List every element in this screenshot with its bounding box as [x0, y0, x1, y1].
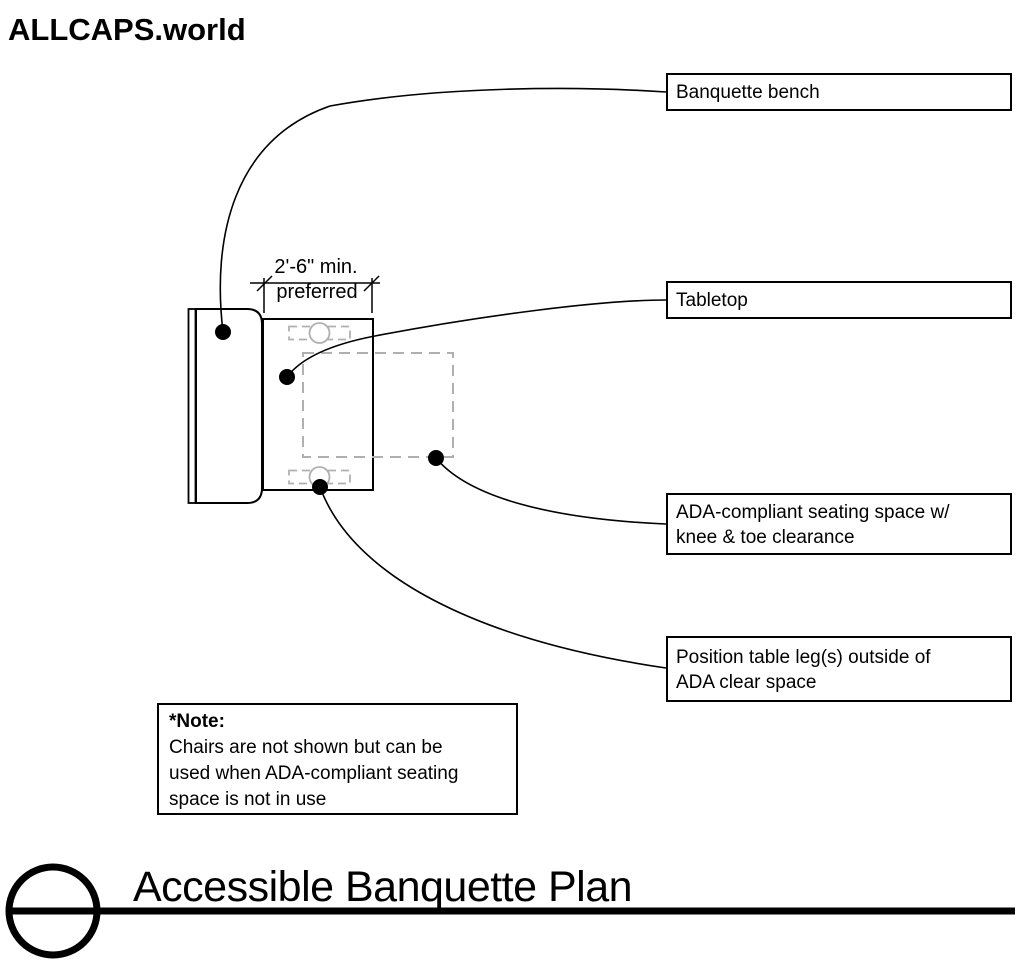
leader-line-table-legs — [319, 486, 667, 669]
ada-clear-space-dashed — [302, 352, 454, 458]
bench-shape — [195, 308, 263, 504]
leader-dot-table-legs — [312, 479, 328, 495]
callout-tabletop: Tabletop — [666, 281, 1012, 319]
leader-dot-tabletop — [279, 369, 295, 385]
leader-line-tabletop — [286, 299, 667, 378]
title-circle-icon — [5, 863, 101, 959]
leader-line-banquette-bench — [219, 87, 667, 333]
callout-label-line-2: ADA clear space — [676, 672, 817, 693]
callout-label: Tabletop — [676, 290, 748, 311]
wall-lines — [187, 308, 197, 504]
callout-ada-seating: ADA-compliant seating space w/ knee & to… — [666, 493, 1012, 555]
leader-line-ada-seating — [435, 457, 667, 525]
callout-label-line-1: Position table leg(s) outside of — [676, 647, 931, 668]
table-leg-symbol-top — [288, 322, 351, 344]
logo-allcaps-world: ALLCAPS.world — [8, 12, 246, 47]
leader-dot-banquette-bench — [215, 324, 231, 340]
callout-label: Banquette bench — [676, 82, 820, 103]
dimension-label-min: 2'-6" min. — [274, 256, 358, 278]
callout-label-line-2: knee & toe clearance — [676, 527, 855, 548]
callout-table-legs: Position table leg(s) outside of ADA cle… — [666, 636, 1012, 702]
note-title: *Note: — [169, 711, 225, 732]
leader-dot-ada-seating — [428, 450, 444, 466]
note-line-1: Chairs are not shown but can be — [169, 737, 443, 758]
dimension-lines — [250, 275, 380, 313]
tabletop-shape — [262, 318, 374, 491]
dimension-label-preferred: preferred — [276, 281, 358, 303]
callout-banquette-bench: Banquette bench — [666, 73, 1012, 111]
callout-label-line-1: ADA-compliant seating space w/ — [676, 502, 950, 523]
drawing-title: Accessible Banquette Plan — [133, 863, 633, 911]
note-line-2: used when ADA-compliant seating — [169, 763, 459, 784]
note-line-3: space is not in use — [169, 789, 327, 810]
note-box: *Note: Chairs are not shown but can be u… — [157, 703, 518, 815]
